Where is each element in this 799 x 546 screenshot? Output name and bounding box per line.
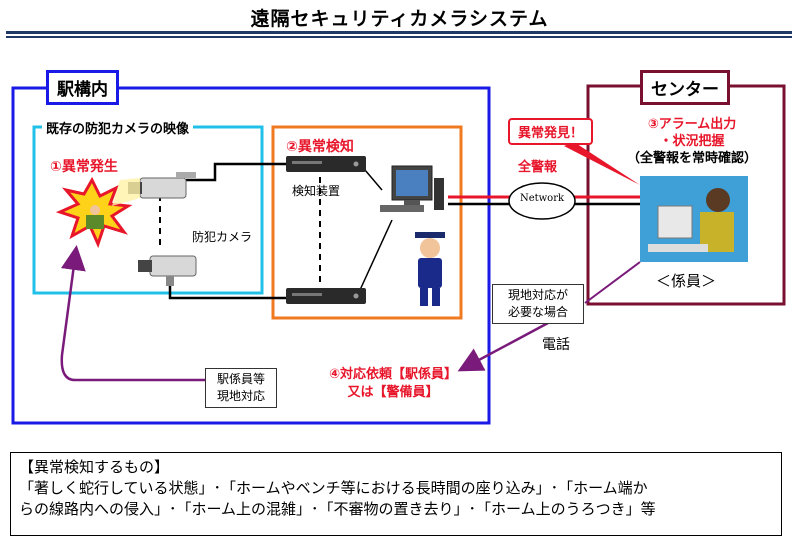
onsite-response-arrow <box>60 245 205 382</box>
onsite-callout: 駅係員等 現地対応 <box>205 368 277 408</box>
phone-label: 電話 <box>542 337 570 353</box>
staff-label: ＜係員＞ <box>656 272 717 290</box>
cam1-link <box>186 162 286 182</box>
request-line2: 又は【警備員】 <box>347 385 439 400</box>
need-line1: 現地対応が <box>507 288 568 302</box>
device2-pc-link <box>359 219 393 291</box>
camera-beam <box>112 178 140 206</box>
detect-label: ②異常検知 <box>286 139 354 155</box>
pc-monitor <box>380 165 444 212</box>
incident-label: ①異常発生 <box>50 159 118 175</box>
camera-bottom <box>138 255 197 286</box>
info-heading: 【異常検知するもの】 <box>19 458 170 476</box>
need-line2: 必要な場合 <box>507 305 568 319</box>
station-box <box>11 86 491 425</box>
person-body <box>86 215 104 229</box>
onsite-line2: 現地対応 <box>216 389 265 403</box>
center-to-callout <box>584 261 641 304</box>
alarm-line2: ・状況把握 <box>659 134 725 149</box>
alarm-text: ③アラーム出力 ・状況把握 （全警報を常時確認） <box>612 116 772 167</box>
alert-bubble-tail <box>564 142 640 185</box>
info-line2: らの線路内への侵入」･「ホーム上の混雑」･「不審物の置き去り」･「ホーム上のうろ… <box>19 500 656 518</box>
onsite-line1: 駅係員等 <box>216 372 265 386</box>
request-line1: ④対応依頼【駅係員】 <box>328 367 457 382</box>
network-ellipse <box>508 182 576 220</box>
cam2-link <box>168 286 286 300</box>
camera-label: 防犯カメラ <box>192 230 253 244</box>
person-head <box>90 205 100 215</box>
alarm-line1: ③アラーム出力 <box>647 117 737 132</box>
alert-bubble: 異常発見！ <box>508 118 594 145</box>
request-text: ④対応依頼【駅係員】 又は【警備員】 <box>318 366 468 402</box>
station-label: 駅構内 <box>46 70 119 105</box>
alarm-line3: （全警報を常時確認） <box>626 151 757 166</box>
all-alert-label: 全警報 <box>518 160 558 175</box>
detect-area-box <box>271 125 463 320</box>
page-title: 遠隔セキュリティカメラシステム <box>250 8 549 30</box>
need-callout: 現地対応が 必要な場合 <box>492 284 584 324</box>
network-label: Network <box>519 193 565 204</box>
device1-pc-link <box>364 169 383 191</box>
detector-device-bottom <box>286 288 366 304</box>
camera-area-label: 既存の防犯カメラの映像 <box>42 118 194 137</box>
info-box: 【異常検知するもの】 「著しく蛇行している状態」･「ホームやベンチ等における長時… <box>10 452 782 536</box>
title-rule-top <box>6 31 792 34</box>
detector-device-top <box>286 156 366 172</box>
center-label: センター <box>640 70 730 105</box>
phone-request-arrow <box>457 321 549 372</box>
device-label: 検知装置 <box>292 184 341 198</box>
info-line1: 「著しく蛇行している状態」･「ホームやベンチ等における長時間の座り込み」･「ホー… <box>19 479 648 497</box>
title-rule-bottom <box>6 36 792 38</box>
station-staff-figure <box>415 232 445 306</box>
operator-figure <box>640 176 748 262</box>
